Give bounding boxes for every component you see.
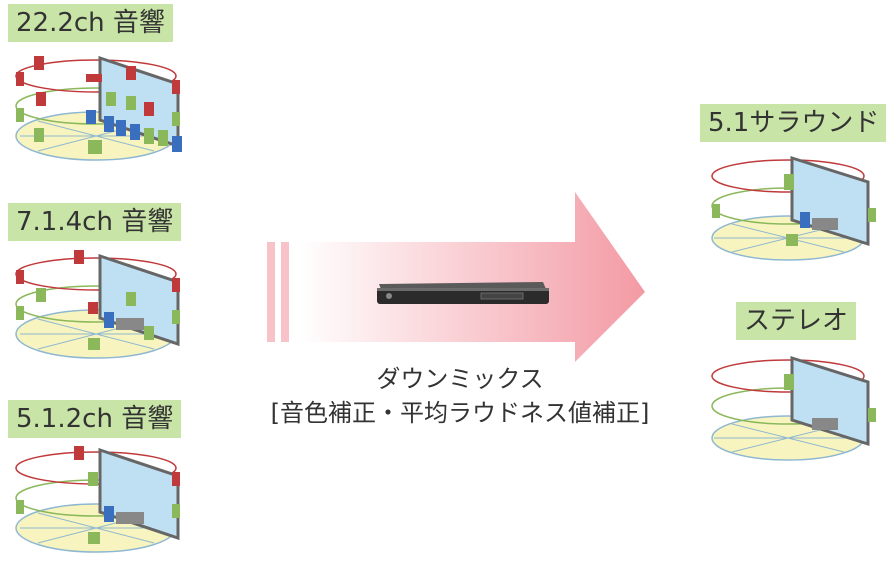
input-label-22-2ch: 22.2ch 音響 <box>8 4 173 42</box>
output-label-stereo: ステレオ <box>736 302 857 340</box>
output-label-5-1-surround: 5.1サラウンド <box>700 104 886 142</box>
downmix-arrow <box>267 192 645 362</box>
speaker-diagram-22-2ch <box>15 55 182 161</box>
caption-line-1: ダウンミックス <box>376 365 544 393</box>
input-label-5-1-2ch: 5.1.2ch 音響 <box>8 400 182 438</box>
downmix-caption: ダウンミックス [音色補正・平均ラウドネス値補正] <box>210 362 710 430</box>
speaker-diagram-5-1-surround <box>711 155 876 261</box>
arrow-body <box>299 192 645 362</box>
speaker-diagram-stereo <box>711 355 876 461</box>
speaker-diagram-7-1-4ch <box>15 250 180 359</box>
input-label-7-1-4ch: 7.1.4ch 音響 <box>8 203 182 241</box>
downmix-device-icon <box>377 282 549 304</box>
caption-line-2: [音色補正・平均ラウドネス値補正] <box>270 399 650 427</box>
speaker-diagram-5-1-2ch <box>15 446 180 553</box>
